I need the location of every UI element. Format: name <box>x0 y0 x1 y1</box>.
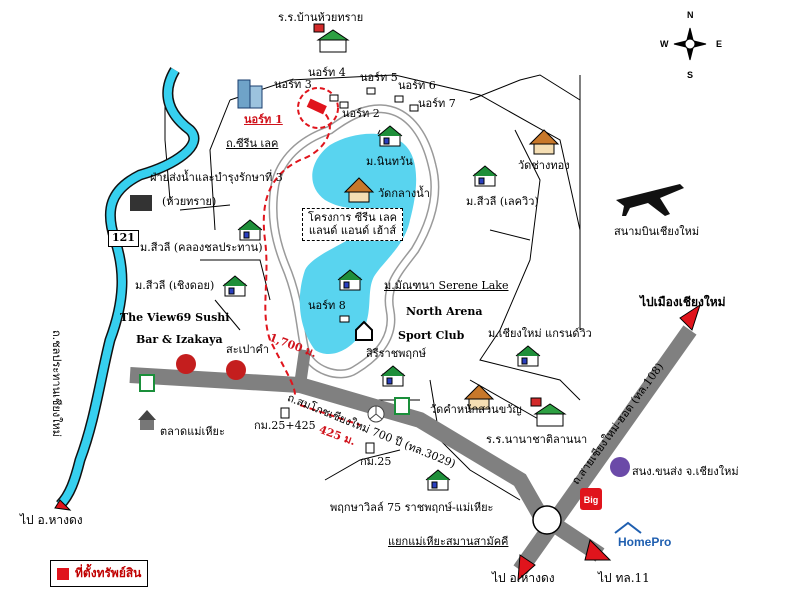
label-wat-kham: วัดคำหนักสวนขวัญ <box>430 403 522 416</box>
label-north7: นอร์ท 7 <box>418 97 456 110</box>
label-serene-road: ถ.ซีรีน เลค <box>226 137 279 150</box>
label-north2: นอร์ท 2 <box>342 107 380 120</box>
legend-label: ที่ตั้งทรัพย์สิน <box>75 566 142 580</box>
label-north1: นอร์ท 1 <box>244 113 283 126</box>
label-airport: สนามบินเชียงใหม่ <box>614 225 700 238</box>
label-royal-project: ฝ่ายส่งน้ำและบำรุงรักษาที่ 3 <box>150 171 283 184</box>
label-siwalee-lakeview: ม.สีวลี (เลควิว) <box>466 195 539 208</box>
compass-s: S <box>687 70 694 80</box>
temple-icons <box>343 129 560 410</box>
label-mo-ninwan: ม.นินทวัน <box>366 155 413 168</box>
market-icon <box>138 410 156 430</box>
label-school-south: ร.ร.นานาชาติลานนา <box>486 433 588 446</box>
label-sirirat: สิรีราชพฤกษ์ <box>366 347 426 360</box>
label-hwy-121: 121 <box>108 230 139 247</box>
legend: ที่ตั้งทรัพย์สิน <box>50 560 149 587</box>
legend-property-swatch <box>57 567 69 580</box>
village-icons <box>222 125 541 491</box>
compass-w: W <box>660 39 669 49</box>
label-north6: นอร์ท 6 <box>398 79 436 92</box>
route-425m <box>299 404 361 426</box>
label-serene-lake-village: ม.มัณฑนา Serene Lake <box>384 279 509 292</box>
north-arena-icon <box>355 320 373 341</box>
homepro-logo-icon <box>614 521 642 534</box>
mercedes-icon <box>367 405 385 423</box>
label-homepro: HomePro <box>618 535 672 549</box>
label-to-hangdong-w: ไป อ.หางดง <box>20 513 83 527</box>
royal-project-icon <box>130 195 152 211</box>
label-north4: นอร์ท 4 <box>308 66 346 79</box>
property-marker <box>306 98 327 115</box>
compass-e: E <box>716 39 723 49</box>
route-1700m <box>262 107 331 396</box>
label-siwalee-doi: ม.สีวลี (เชิงดอย) <box>135 279 215 292</box>
label-north-arena-1: North Arena <box>406 305 483 318</box>
label-chiangmai-grandview: ม.เชียงใหม่ แกรนด์วิว <box>488 327 592 340</box>
school-icons <box>313 23 567 427</box>
label-royal-project-sub: (ห้วยทราย) <box>162 195 217 208</box>
label-bar-izakaya: Bar & Izakaya <box>136 333 223 346</box>
project-name-box: โครงการ ซีรีน เลค แลนด์ แอนด์ เฮ้าส์ <box>302 208 404 242</box>
label-transport: สนง.ขนส่ง จ.เชียงใหม่ <box>632 465 739 478</box>
label-view69: The View69 Sushi <box>120 311 230 324</box>
label-km25: กม.25 <box>360 455 392 468</box>
compass-icon <box>673 27 707 61</box>
arrow-to-hwy11 <box>584 539 612 561</box>
north-marker-icons <box>329 87 419 323</box>
label-sapao: สะเปาคำ <box>226 343 270 356</box>
label-km25-425: กม.25+425 <box>254 419 316 432</box>
label-wat-klang: วัดกลางน้ำ <box>378 187 430 200</box>
label-mae-hia-market: ตลาดแม่เหียะ <box>160 425 225 438</box>
label-north8: นอร์ท 8 <box>308 299 346 312</box>
label-siwalee-klong: ม.สีวลี (คลองชลประทาน) <box>140 241 263 254</box>
airplane-icon <box>616 184 684 216</box>
transport-office-icon <box>610 457 630 477</box>
label-project-line1: โครงการ ซีรีน เลค <box>308 211 398 224</box>
label-north3: นอร์ท 3 <box>274 78 312 91</box>
label-school-north: ร.ร.บ้านห้วยทราย <box>278 11 364 24</box>
arrow-to-hangdong-s <box>517 554 536 582</box>
label-north5: นอร์ท 5 <box>360 71 398 84</box>
condo-tower-icon <box>237 79 263 109</box>
label-project-line2: แลนด์ แอนด์ เฮ้าส์ <box>308 223 397 237</box>
serene-lake <box>299 133 417 355</box>
compass-n: N <box>687 10 694 20</box>
sapao-icon <box>226 360 246 380</box>
label-wat-chang: วัดช่างทอง <box>518 159 570 172</box>
label-junction: แยกแม่เหียะสมานสามัคคี <box>388 535 509 548</box>
seven-eleven-icon <box>139 374 410 415</box>
label-to-chiangmai: ไปเมืองเชียงใหม่ <box>640 295 726 309</box>
arrow-to-hangdong-w <box>54 499 72 511</box>
bigc-text: Big <box>584 495 599 505</box>
label-to-hangdong-s: ไป อ.หางดง <box>492 571 555 585</box>
bigc-icon: Big <box>580 488 602 510</box>
label-north-arena-2: Sport Club <box>398 329 465 342</box>
label-pruksa: พฤกษาวิลล์ 75 ราชพฤกษ์-แม่เหียะ <box>330 501 494 514</box>
sushi-bar-icon <box>176 354 196 374</box>
arrow-to-chiangmai <box>679 303 701 331</box>
label-irrigation-road: ถ.ชลประทานเชียงใหม่ <box>50 330 63 438</box>
km-marker-icons <box>280 407 375 454</box>
label-to-hwy11: ไป ทล.11 <box>598 571 650 585</box>
